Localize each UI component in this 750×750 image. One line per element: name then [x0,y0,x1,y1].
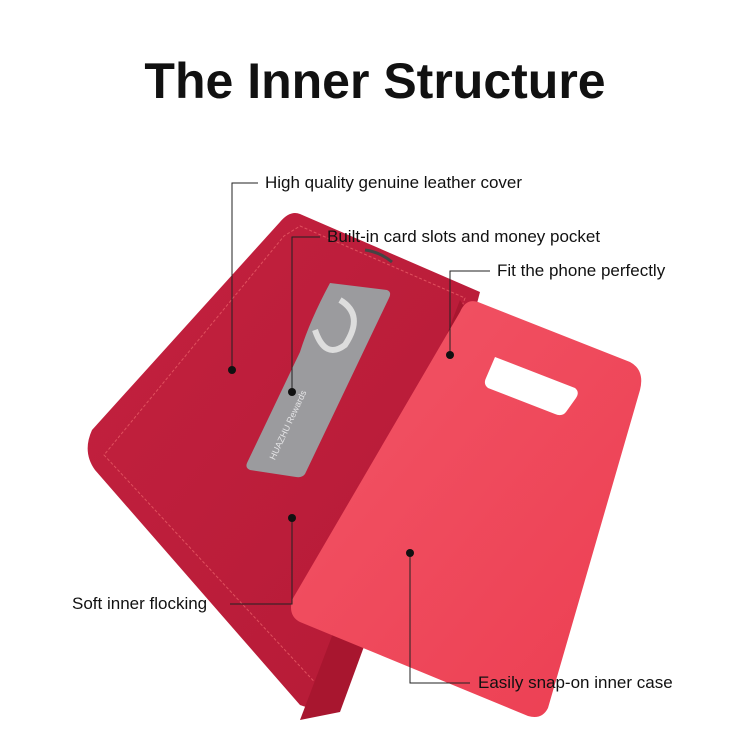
camera-window [484,357,578,416]
callout-lines [230,182,490,684]
inner-case [291,301,642,717]
callout-card-slots: Built-in card slots and money pocket [327,227,601,246]
callout-inner-flocking: Soft inner flocking [72,594,208,613]
callout-phone-fit: Fit the phone perfectly [497,261,666,280]
callout-leather-cover: High quality genuine leather cover [265,173,523,192]
card [246,283,391,478]
callout-inner-case: Easily snap-on inner case [478,673,673,692]
page-title: The Inner Structure [144,53,606,109]
callout-dots [228,351,454,557]
